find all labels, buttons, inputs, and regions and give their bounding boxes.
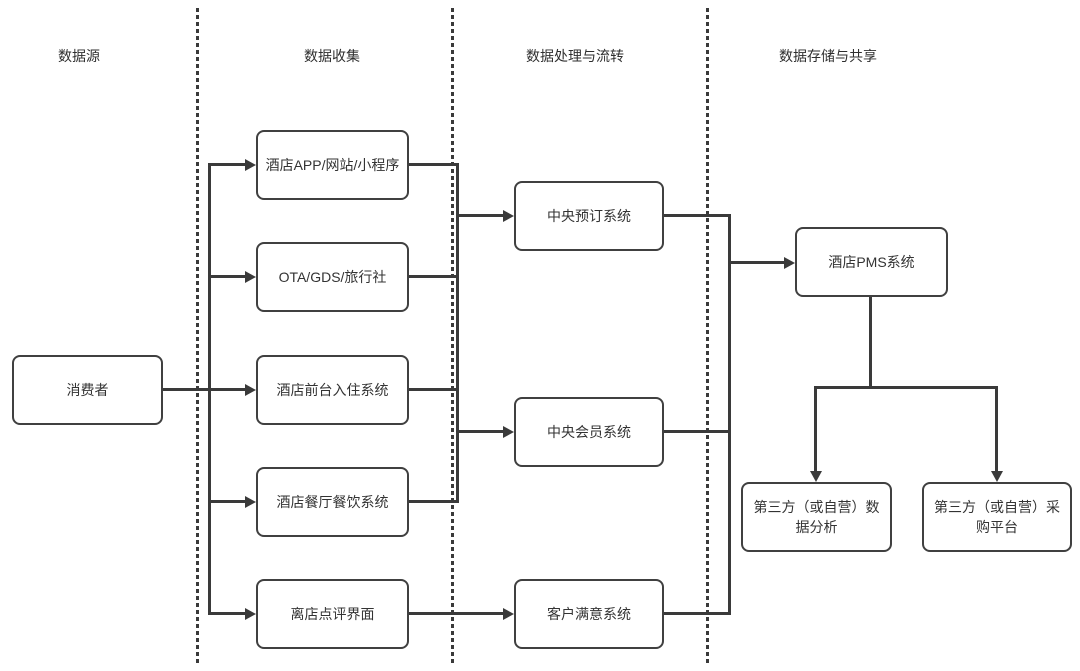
node-label: 离店点评界面	[290, 605, 375, 622]
connector-line	[814, 386, 998, 389]
connector-line	[163, 388, 246, 391]
lane-divider	[706, 8, 709, 664]
node-label: 客户满意系统	[547, 605, 631, 622]
connector-line	[208, 612, 246, 615]
node-label: 酒店餐厅餐饮系统	[276, 493, 389, 510]
lane-title-data-processing: 数据处理与流转	[526, 48, 624, 64]
arrowhead-down-icon	[991, 471, 1003, 482]
node-review: 离店点评界面	[256, 579, 409, 649]
node-label: 第三方（或自营）采购平台	[934, 498, 1060, 535]
connector-line	[208, 275, 246, 278]
connector-line	[208, 500, 246, 503]
connector-line	[995, 386, 998, 472]
node-label: 中央预订系统	[547, 207, 631, 224]
lane-title-data-source: 数据源	[58, 48, 100, 64]
node-consumer: 消费者	[12, 355, 163, 425]
connector-line	[409, 275, 459, 278]
arrowhead-right-icon	[503, 608, 514, 620]
lane-title-data-collection: 数据收集	[304, 48, 360, 64]
node-hotel-app: 酒店APP/网站/小程序	[256, 130, 409, 200]
arrowhead-down-icon	[810, 471, 822, 482]
arrowhead-right-icon	[503, 210, 514, 222]
lane-divider	[196, 8, 199, 664]
node-third-party-analysis: 第三方（或自营）数据分析	[741, 482, 892, 552]
connector-line	[409, 500, 459, 503]
connector-line	[869, 297, 872, 389]
connector-line	[208, 163, 246, 166]
node-label: 酒店前台入住系统	[276, 381, 389, 398]
node-label: 酒店APP/网站/小程序	[265, 156, 400, 173]
node-label: 中央会员系统	[547, 423, 631, 440]
lane-divider	[451, 8, 454, 664]
connector-line	[728, 261, 785, 264]
connector-line	[409, 612, 504, 615]
node-central-reservation: 中央预订系统	[514, 181, 664, 251]
node-central-membership: 中央会员系统	[514, 397, 664, 467]
arrowhead-right-icon	[245, 496, 256, 508]
arrowhead-right-icon	[245, 271, 256, 283]
connector-rail	[456, 163, 459, 503]
node-label: OTA/GDS/旅行社	[278, 268, 387, 285]
arrowhead-right-icon	[503, 426, 514, 438]
node-third-party-procurement: 第三方（或自营）采购平台	[922, 482, 1072, 552]
connector-line	[814, 386, 817, 472]
node-customer-satisfaction: 客户满意系统	[514, 579, 664, 649]
connector-line	[456, 214, 504, 217]
lane-title-data-storage: 数据存储与共享	[779, 48, 877, 64]
connector-line	[456, 430, 504, 433]
arrowhead-right-icon	[245, 384, 256, 396]
connector-line	[664, 612, 731, 615]
connector-line	[664, 430, 731, 433]
node-label: 消费者	[66, 381, 109, 398]
arrowhead-right-icon	[784, 257, 795, 269]
node-label: 第三方（或自营）数据分析	[753, 498, 880, 535]
connector-line	[664, 214, 731, 217]
node-hotel-pms: 酒店PMS系统	[795, 227, 948, 297]
arrowhead-right-icon	[245, 608, 256, 620]
node-restaurant: 酒店餐厅餐饮系统	[256, 467, 409, 537]
connector-rail	[208, 164, 211, 615]
connector-line	[409, 163, 459, 166]
node-label: 酒店PMS系统	[828, 253, 915, 270]
connector-line	[409, 388, 459, 391]
connector-rail	[728, 214, 731, 615]
node-front-desk: 酒店前台入住系统	[256, 355, 409, 425]
arrowhead-right-icon	[245, 159, 256, 171]
node-ota: OTA/GDS/旅行社	[256, 242, 409, 312]
